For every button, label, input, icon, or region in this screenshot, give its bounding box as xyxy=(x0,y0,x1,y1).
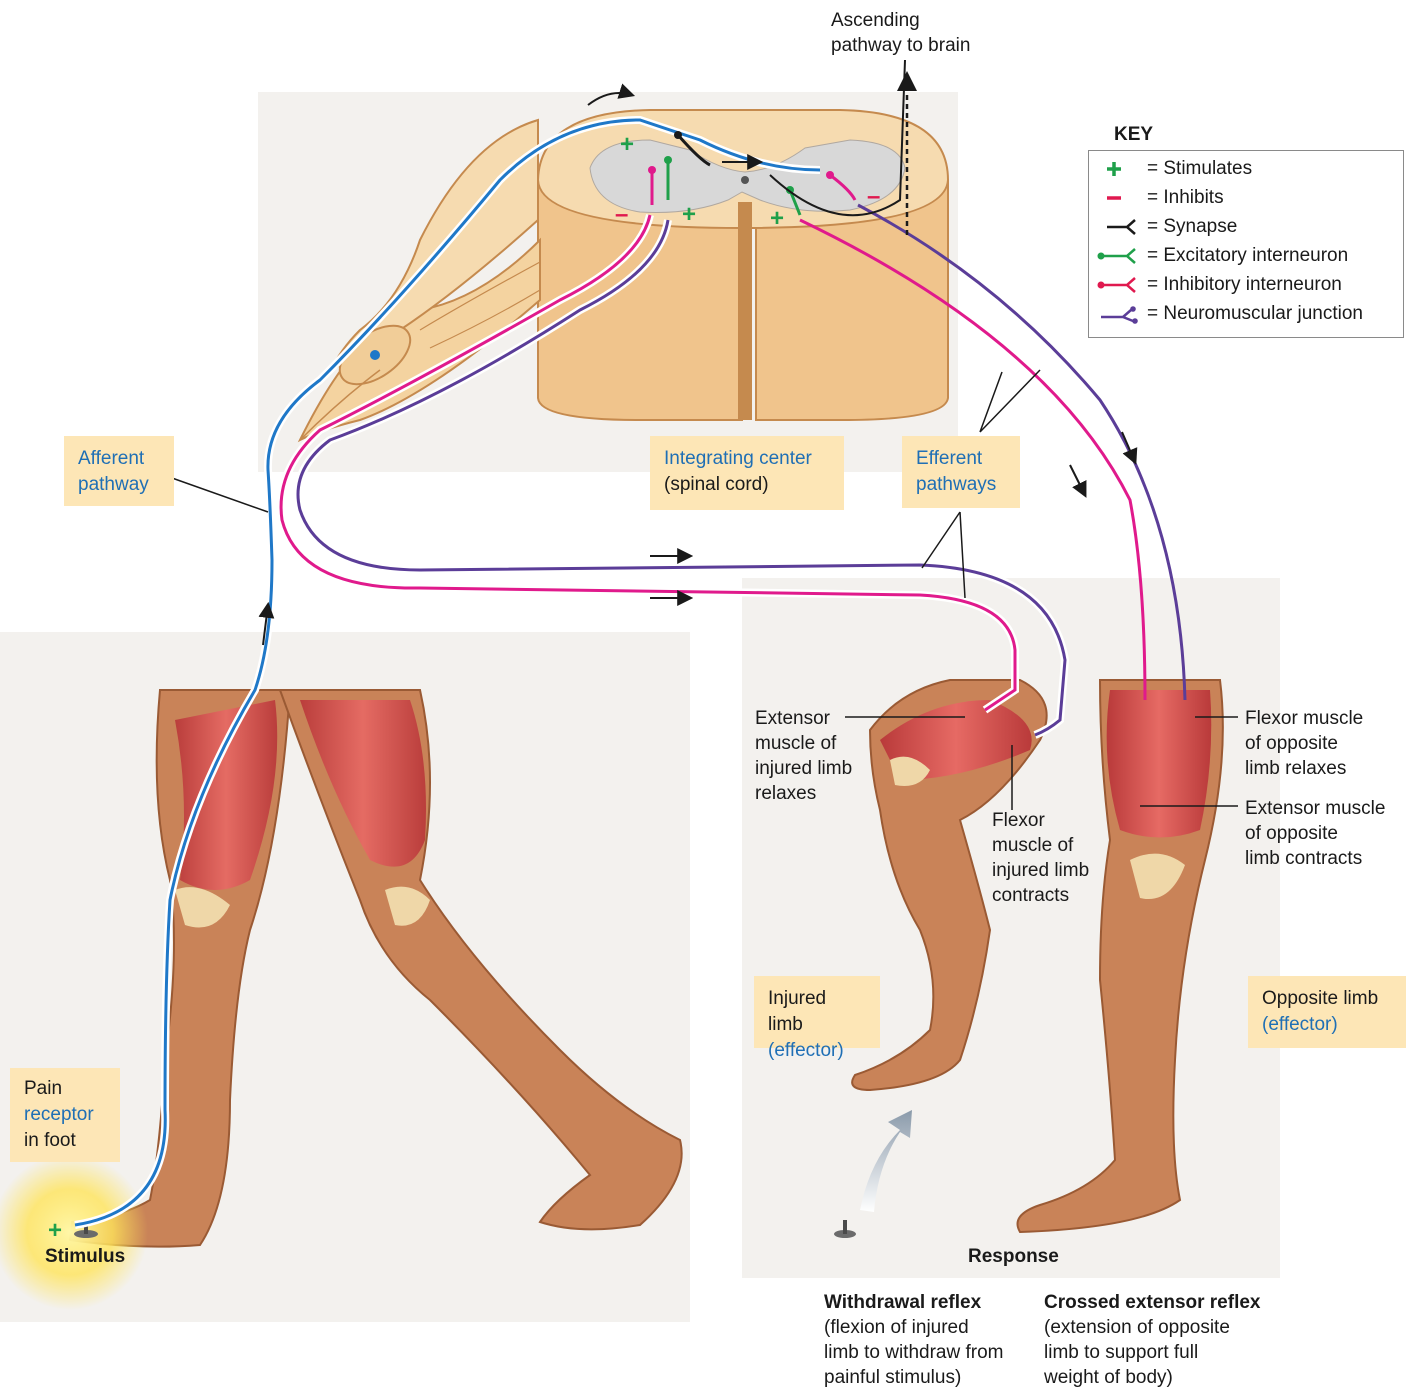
label-line: injured limb xyxy=(992,858,1089,883)
synapse-icon xyxy=(1095,217,1141,237)
injured-limb-label: Injured limb xyxy=(768,986,866,1038)
extensor-opposite-label: Extensor muscle of opposite limb contrac… xyxy=(1245,796,1385,871)
svg-text:+: + xyxy=(770,205,784,232)
withdrawal-reflex-block: Withdrawal reflex (flexion of injured li… xyxy=(824,1290,1004,1390)
efferent-label: Efferent xyxy=(916,446,1006,472)
integrating-label: Integrating center xyxy=(664,446,830,472)
svg-text:+: + xyxy=(48,1217,62,1244)
stimulus-label: Stimulus xyxy=(45,1244,125,1269)
crossed-desc-line: (extension of opposite xyxy=(1044,1315,1261,1340)
afferent-pathway-box: Afferent pathway xyxy=(64,436,174,506)
crossed-title: Crossed extensor reflex xyxy=(1044,1290,1261,1315)
key-legend: = Stimulates = Inhibits = Synapse = Exci… xyxy=(1088,150,1404,338)
injured-limb-sublabel: (effector) xyxy=(768,1038,866,1064)
integrating-sublabel: (spinal cord) xyxy=(664,472,830,498)
ascending-label-line: pathway to brain xyxy=(831,33,970,58)
injured-limb-box: Injured limb (effector) xyxy=(754,976,880,1048)
opposite-limb-label: Opposite limb xyxy=(1262,986,1392,1012)
withdrawal-desc-line: (flexion of injured xyxy=(824,1315,1004,1340)
opposite-limb-box: Opposite limb (effector) xyxy=(1248,976,1406,1048)
crossed-desc-line: limb to support full xyxy=(1044,1340,1261,1365)
key-label: = Synapse xyxy=(1147,213,1237,241)
opposite-limb-sublabel: (effector) xyxy=(1262,1012,1392,1038)
label-line: Flexor muscle xyxy=(1245,706,1363,731)
svg-text:+: + xyxy=(682,201,696,228)
pain-receptor-box: Pain receptor in foot xyxy=(10,1068,120,1162)
crossed-extensor-block: Crossed extensor reflex (extension of op… xyxy=(1044,1290,1261,1390)
label-line: limb relaxes xyxy=(1245,756,1363,781)
efferent-pathways-box: Efferent pathways xyxy=(902,436,1020,508)
efferent-label: pathways xyxy=(916,472,1006,498)
key-label: = Stimulates xyxy=(1147,155,1252,183)
pain-receptor-label: Pain xyxy=(24,1076,106,1102)
ascending-label-line: Ascending xyxy=(831,8,970,33)
svg-text:–: – xyxy=(615,201,628,228)
label-line: Extensor muscle xyxy=(1245,796,1385,821)
flexor-injured-label: Flexor muscle of injured limb contracts xyxy=(992,808,1089,908)
label-line: Extensor xyxy=(755,706,852,731)
key-label: = Neuromuscular junction xyxy=(1147,300,1363,328)
minus-icon xyxy=(1095,188,1141,208)
key-title: KEY xyxy=(1114,122,1153,147)
label-line: relaxes xyxy=(755,781,852,806)
label-line: contracts xyxy=(992,883,1089,908)
key-label: = Inhibitory interneuron xyxy=(1147,271,1342,299)
pain-receptor-label: in foot xyxy=(24,1128,106,1154)
label-line: muscle of xyxy=(992,833,1089,858)
flexor-opposite-label: Flexor muscle of opposite limb relaxes xyxy=(1245,706,1363,781)
key-label: = Excitatory interneuron xyxy=(1147,242,1348,270)
afferent-label: Afferent xyxy=(78,446,160,472)
extensor-injured-label: Extensor muscle of injured limb relaxes xyxy=(755,706,852,806)
svg-text:+: + xyxy=(620,131,634,158)
label-line: muscle of xyxy=(755,731,852,756)
inhibitory-interneuron-icon xyxy=(1095,275,1141,295)
label-line: of opposite xyxy=(1245,821,1385,846)
withdrawal-desc-line: painful stimulus) xyxy=(824,1365,1004,1390)
integrating-center-box: Integrating center (spinal cord) xyxy=(650,436,844,510)
label-line: injured limb xyxy=(755,756,852,781)
svg-text:–: – xyxy=(867,183,880,210)
pain-receptor-label: receptor xyxy=(24,1102,106,1128)
ascending-label: Ascending pathway to brain xyxy=(831,8,970,58)
excitatory-interneuron-icon xyxy=(1095,246,1141,266)
afferent-label: pathway xyxy=(78,472,160,498)
plus-icon xyxy=(1095,159,1141,179)
label-line: limb contracts xyxy=(1245,846,1385,871)
label-line: of opposite xyxy=(1245,731,1363,756)
crossed-desc-line: weight of body) xyxy=(1044,1365,1261,1390)
withdrawal-title: Withdrawal reflex xyxy=(824,1290,1004,1315)
label-line: Flexor xyxy=(992,808,1089,833)
key-label: = Inhibits xyxy=(1147,184,1224,212)
neuromuscular-junction-icon xyxy=(1095,304,1141,324)
withdrawal-desc-line: limb to withdraw from xyxy=(824,1340,1004,1365)
response-label: Response xyxy=(968,1244,1059,1269)
